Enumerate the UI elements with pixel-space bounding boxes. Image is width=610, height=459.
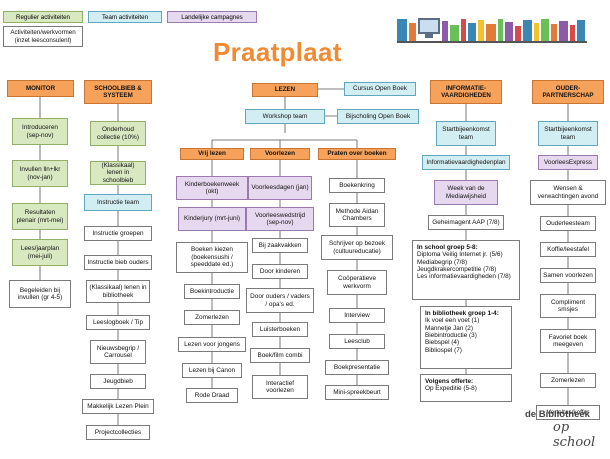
info-bieb-item-3: Biebintroductie (3): [425, 332, 477, 340]
praten-item-3: Schrijver op bezoek (cultuureducatie): [321, 235, 393, 260]
vrij-lezen-item-6: Lezen voor jongens: [178, 337, 246, 352]
vrij-lezen-item-2: Kinderjury (mrt-juni): [178, 207, 246, 231]
voorlezen-item-2: Voorleeswedstrijd (sep-nov): [246, 207, 314, 231]
schoolbieb-item-1: Onderhoud collectie (10%): [90, 121, 146, 146]
schoolbieb-item-2: (Klassikaal) lenen in schoolbieb: [90, 161, 146, 185]
praten-item-5: Interview: [329, 308, 385, 323]
ouder-item-2: VoorleesExpress: [538, 155, 598, 170]
vrij-lezen-header: Vrij lezen: [180, 148, 244, 160]
info-header: INFORMATIE-VAARDIGHEDEN: [430, 80, 502, 104]
lezen-workshop: Workshop team: [245, 109, 325, 124]
schoolbieb-item-7: Leeslogboek / Tip: [86, 315, 150, 330]
vrij-lezen-item-4: Boekintroductie: [184, 284, 240, 299]
info-school-item-2: Mediabegrip (7/8): [417, 258, 468, 266]
lezen-cursus: Cursus Open Boek: [344, 82, 416, 96]
praten-item-4: Coöperatieve werkvorm: [327, 270, 387, 295]
monitor-item-1: Introduceren (sep-nov): [12, 118, 68, 145]
ouder-item-7: Compliment smsjes: [540, 294, 596, 318]
vrij-lezen-item-7: Lezen bij Canon: [182, 363, 242, 378]
info-school-title: In school groep 5-8:: [417, 244, 478, 251]
info-bieb-item-4: Biebspel (4): [425, 339, 460, 347]
info-item-1: Startbijeenkomst team: [436, 121, 496, 146]
brand-line-2: op school: [553, 420, 596, 450]
schoolbieb-item-10: Makkelijk Lezen Plein: [82, 399, 154, 414]
info-school-block: In school groep 5-8: Diploma Veilig Inte…: [412, 240, 520, 300]
ouder-item-4: Ouderleesteam: [540, 216, 596, 231]
legend-team: Team activiteiten: [88, 11, 162, 23]
monitor-header: MONITOR: [7, 80, 74, 97]
praten-item-6: Leesclub: [329, 334, 385, 349]
monitor-item-4: Lees/jaarplan (mei-juli): [12, 239, 68, 266]
info-bieb-block: In bibliotheek groep 1-4: Ik voel een vo…: [420, 306, 512, 369]
praten-item-1: Boekenkring: [329, 178, 385, 193]
ouder-item-1: Startbijeenkomst team: [538, 121, 598, 146]
schoolbieb-item-3: Instructie team: [84, 194, 152, 211]
info-item-3: Week van de Mediawijsheid: [434, 180, 498, 205]
page-title: Praatplaat: [213, 37, 342, 67]
praten-item-8: Mini-spreekbeurt: [325, 385, 389, 400]
info-bieb-item-5: Bibliospel (7): [425, 346, 462, 354]
vrij-lezen-item-8: Rode Draad: [186, 388, 238, 403]
legend-other-line-2: (inzet leesconsulent): [14, 36, 72, 44]
schoolbieb-item-4: Instructie groepen: [84, 226, 152, 241]
lezen-bijscholing: Bijscholing Open Boek: [337, 109, 419, 124]
vrij-lezen-item-5: Zomerlezen: [184, 310, 240, 325]
info-bieb-item-1: Ik voel een voet (1): [425, 317, 480, 325]
voorlezen-item-6: Luisterboeken: [252, 322, 308, 337]
ouder-item-10: Verteltas/koffer: [536, 405, 600, 420]
vrij-lezen-item-1: Kinderboekenweek (okt): [176, 176, 248, 200]
monitor-item-2: Invullen lln+lkr (nov-jan): [12, 160, 68, 187]
info-school-item-4: Les informatievaardigheden (7/8): [417, 273, 511, 281]
praten-item-2: Methode Aidan Chambers: [329, 203, 385, 227]
praten-header: Praten over boeken: [318, 148, 396, 160]
legend-regular: Regulier activiteiten: [3, 11, 83, 23]
vrij-lezen-item-3: Boeken kiezen (boekensushi / speeddate e…: [176, 242, 248, 273]
ouder-item-3: Wensen & verwachtingen avond: [530, 180, 606, 205]
brand-logo: de Bibliotheek op school: [525, 409, 605, 450]
voorlezen-item-4: Door kinderen: [252, 264, 308, 279]
voorlezen-item-1: Voorleesdagen (jan): [248, 176, 312, 200]
info-school-item-3: Jeugdkrakercompetitie (7/8): [417, 266, 497, 274]
info-offerte-title: Volgens offerte:: [425, 378, 474, 385]
voorlezen-header: Voorlezen: [250, 148, 310, 160]
info-bieb-title: In bibliotheek groep 1-4:: [425, 310, 499, 317]
schoolbieb-item-11: Projectcollecties: [86, 425, 150, 440]
info-item-4: Geheimagent AAP (7/8): [428, 215, 504, 230]
praten-item-7: Boekpresentatie: [325, 360, 389, 375]
legend-national: Landelijke campagnes: [167, 11, 257, 23]
voorlezen-item-8: Interactief voorlezen: [252, 375, 308, 399]
schoolbieb-header: SCHOOLBIEB & SYSTEEM: [84, 80, 152, 104]
monitor-item-3: Resultaten plenair (mrt-mei): [12, 203, 68, 230]
schoolbieb-item-6: (Klassikaal) lenen in bibliotheek: [86, 280, 150, 303]
legend-other: Activiteiten/werkvormen (inzet leesconsu…: [3, 26, 83, 47]
ouder-item-9: Zomerlezen: [540, 373, 596, 388]
monitor-item-5: Begeleiden bij invullen (gr 4-5): [9, 280, 71, 308]
ouder-header: OUDER-PARTNERSCHAP: [532, 80, 604, 104]
ouder-item-5: Koffie/leestafel: [540, 242, 596, 257]
info-offerte-block: Volgens offerte: Op Expeditie (5-8): [420, 374, 512, 402]
ouder-item-8: Favoriet boek meegeven: [540, 329, 596, 353]
lezen-header: LEZEN: [252, 83, 318, 97]
info-school-item-1: Diploma Veilig Internet jr. (5/6): [417, 251, 503, 259]
legend-other-line-1: Activiteiten/werkvormen: [10, 29, 76, 37]
books-banner-icon: [397, 18, 587, 43]
voorlezen-item-3: Bij zaakvakken: [252, 238, 308, 253]
brand-line-1: de Bibliotheek: [525, 409, 590, 420]
info-item-2: Informatievaardighedenplan: [422, 155, 510, 170]
ouder-item-6: Samen voorlezen: [540, 268, 596, 283]
schoolbieb-item-5: Instructie bieb ouders: [84, 255, 152, 270]
info-offerte-item-1: Op Expeditie (5-8): [425, 385, 477, 393]
schoolbieb-item-8: Nieuwsbegrip / Carrousel: [90, 340, 146, 364]
voorlezen-item-7: Boek/film combi: [250, 348, 310, 363]
info-bieb-item-2: Mannetje Jan (2): [425, 324, 473, 332]
voorlezen-item-5: Door ouders / vaders / opa's ed.: [246, 288, 314, 313]
schoolbieb-item-9: Jeugdbieb: [90, 374, 146, 389]
